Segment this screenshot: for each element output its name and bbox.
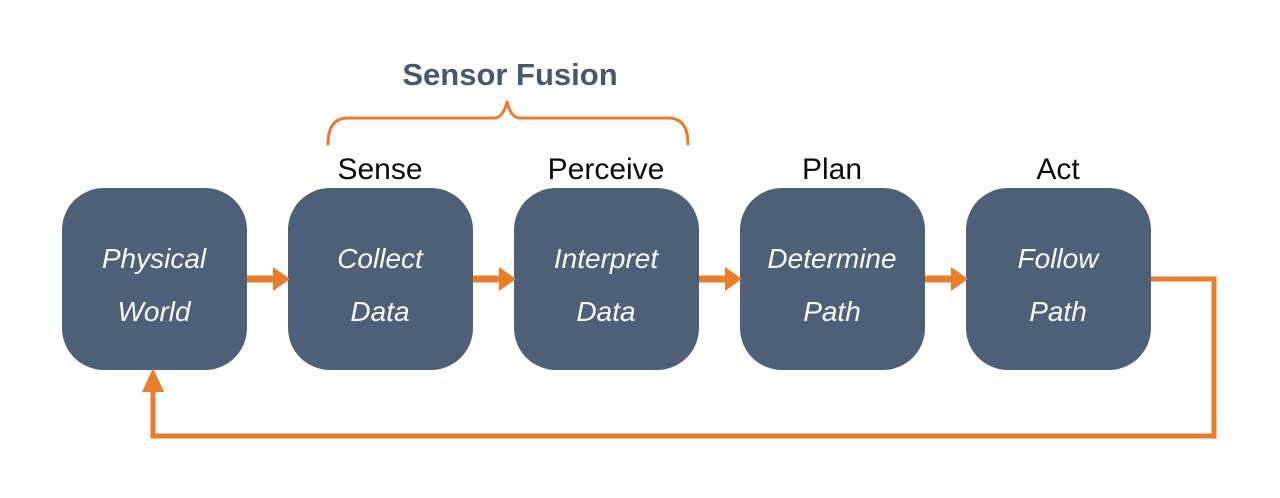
physical-world-box [62, 188, 247, 370]
stage-sense: Sense Collect Data [288, 153, 473, 370]
stage-act: Act Follow Path [966, 153, 1151, 370]
collect-data-text-line1: Collect [337, 243, 424, 274]
collect-data-text-line2: Data [350, 296, 409, 327]
stage-plan: Plan Determine Path [740, 153, 925, 370]
stage-physical-world: Physical World [62, 188, 247, 370]
interpret-data-text-line1: Interpret [554, 243, 659, 274]
follow-path-box [966, 188, 1151, 370]
stage-perceive: Perceive Interpret Data [514, 153, 699, 370]
determine-path-text-line1: Determine [767, 243, 896, 274]
interpret-data-box [514, 188, 699, 370]
determine-path-box [740, 188, 925, 370]
interpret-data-text-line2: Data [576, 296, 635, 327]
sensor-fusion-brace [326, 100, 690, 146]
flow-arrow-2 [473, 267, 516, 291]
follow-path-text-line2: Path [1029, 296, 1087, 327]
arrow-head-icon [499, 267, 516, 291]
diagram-title: Sensor Fusion [402, 57, 617, 92]
collect-data-box [288, 188, 473, 370]
flow-arrow-4 [925, 267, 968, 291]
flow-arrow-1 [247, 267, 290, 291]
arrow-head-icon [725, 267, 742, 291]
follow-path-text-line1: Follow [1018, 243, 1101, 274]
sense-label: Sense [337, 153, 422, 186]
act-label: Act [1036, 153, 1080, 186]
plan-label: Plan [802, 153, 862, 186]
feedback-arrow [142, 276, 1217, 439]
physical-world-text-line1: Physical [102, 243, 207, 274]
arrow-head-up-icon [142, 368, 164, 392]
physical-world-text-line2: World [117, 296, 192, 327]
arrow-head-icon [951, 267, 968, 291]
arrow-head-icon [273, 267, 290, 291]
determine-path-text-line2: Path [803, 296, 861, 327]
perceive-label: Perceive [548, 153, 665, 186]
flow-arrow-3 [699, 267, 742, 291]
